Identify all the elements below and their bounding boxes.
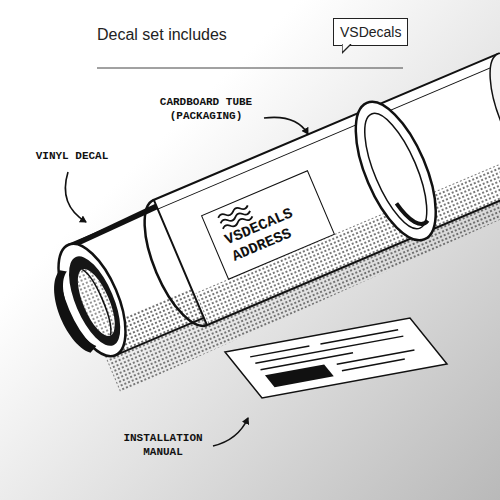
- tube-ring: [339, 91, 452, 251]
- manual-sheet: [225, 318, 447, 398]
- leader-arrow: [213, 418, 248, 446]
- logo-badge: VSDecals: [333, 18, 408, 46]
- bubble-tail: [342, 44, 354, 54]
- logo-badge-text: VSDecals: [340, 24, 401, 40]
- leader-arrow: [264, 117, 308, 134]
- header-rule: [97, 68, 403, 69]
- cardboard-tube: [154, 54, 500, 325]
- tube-group: [30, 39, 500, 403]
- vinyl-sheet: [43, 268, 99, 358]
- callout-label: VINYL DECAL: [24, 150, 120, 164]
- diagram-title: Decal set includes: [97, 26, 227, 44]
- callout-label: CARDBOARD TUBE (PACKAGING): [150, 96, 262, 124]
- callout-label: INSTALLATION MANUAL: [115, 432, 211, 460]
- leader-arrow: [65, 172, 86, 222]
